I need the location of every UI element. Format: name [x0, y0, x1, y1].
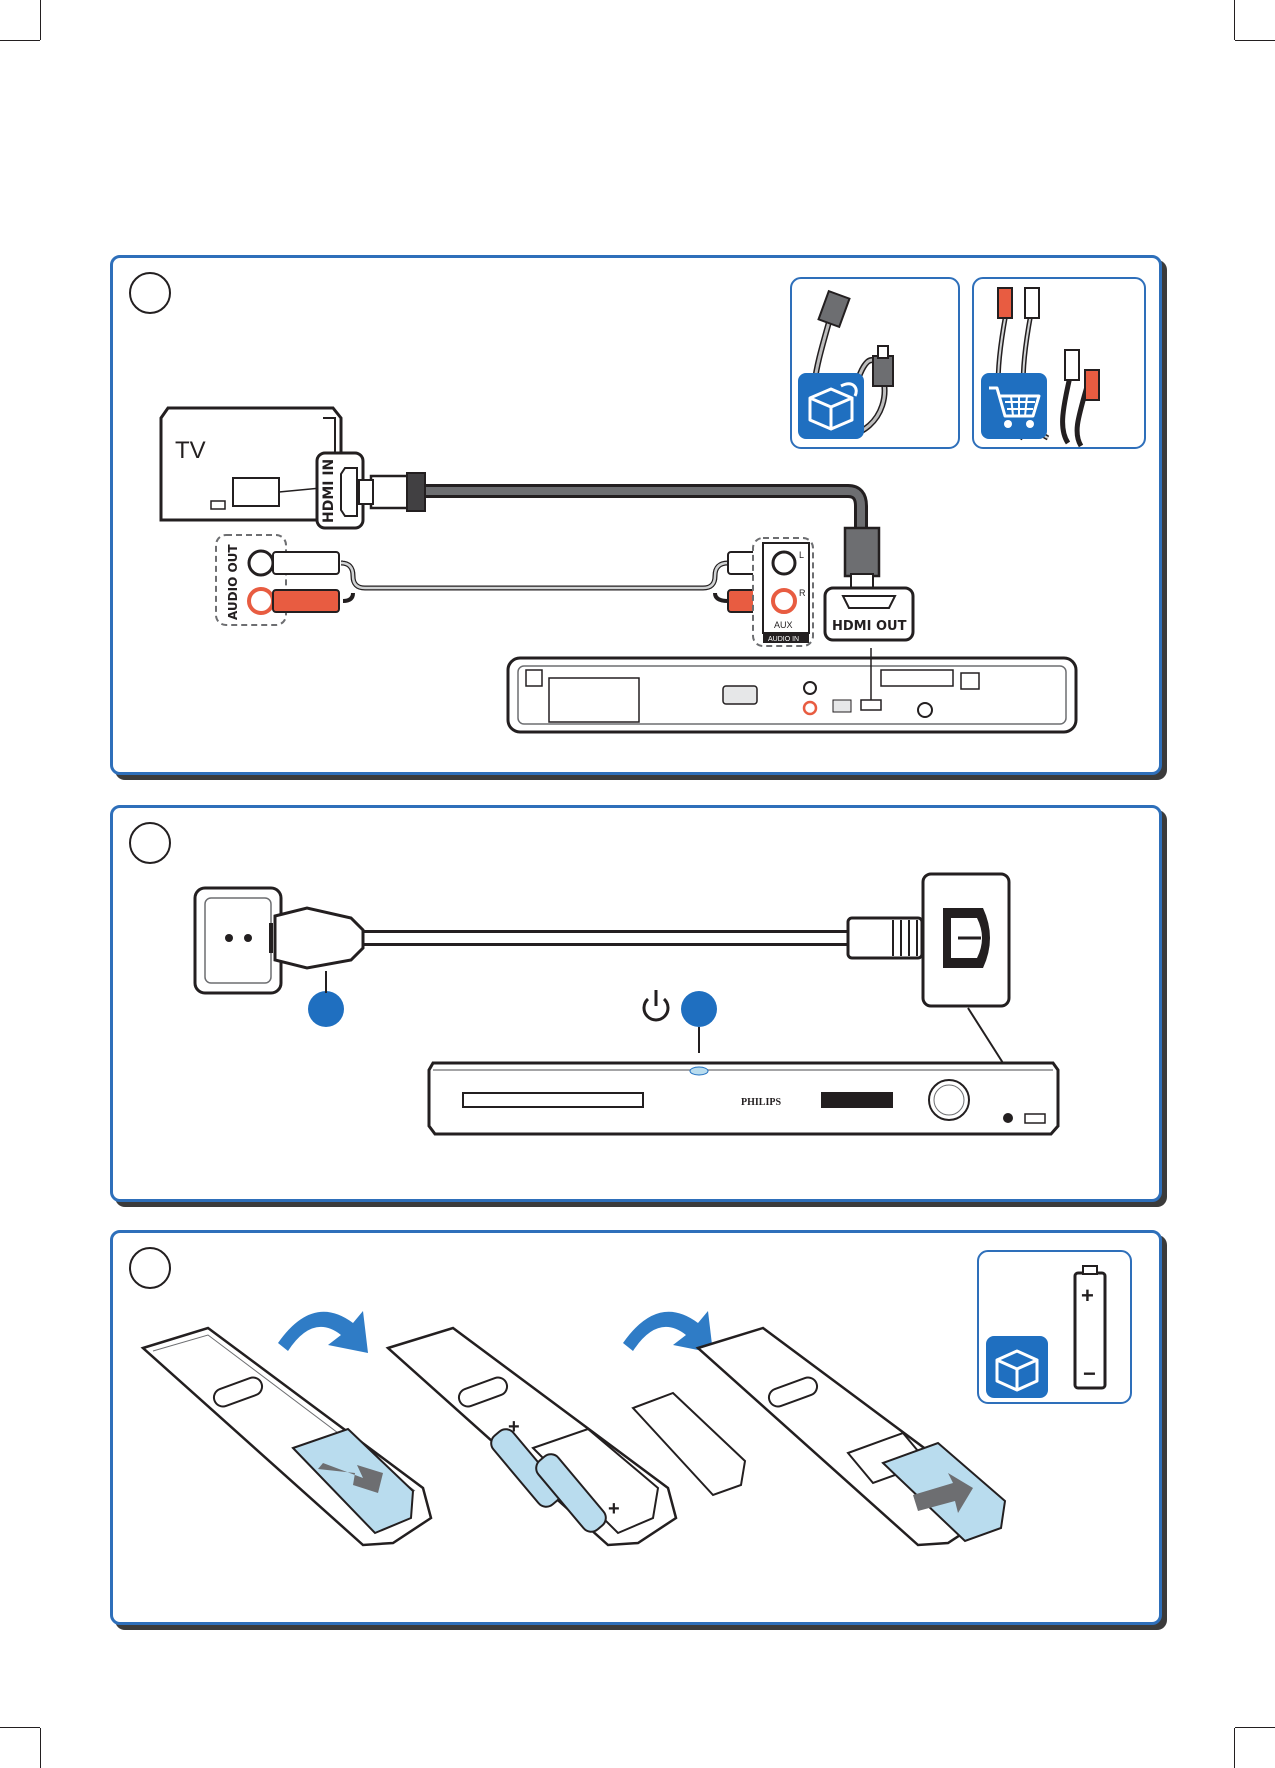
hdmi-in-port: HDMI IN: [317, 453, 363, 528]
next-arrow: [278, 1311, 368, 1353]
hdmi-in-label: HDMI IN: [321, 459, 337, 523]
inset-hdmi-cable: [791, 278, 959, 448]
crop-mark: [1234, 1728, 1235, 1768]
crop-mark: [40, 0, 41, 40]
step-3-panel: + − + +: [110, 1230, 1162, 1625]
right-channel-label: R: [799, 588, 806, 598]
brand-logo: PHILIPS: [741, 1097, 781, 1108]
player-front-panel: PHILIPS: [429, 1063, 1058, 1134]
audio-in-label: AUDIO IN: [768, 636, 799, 643]
crop-mark: [1234, 0, 1235, 40]
crop-mark: [1235, 1727, 1275, 1728]
audio-out-label: AUDIO OUT: [226, 544, 240, 620]
box-included-icon: [986, 1336, 1048, 1398]
box-included-icon: [798, 373, 864, 439]
tv-illustration: TV: [161, 408, 341, 520]
crop-mark: [0, 1727, 40, 1728]
hdmi-out-label: HDMI OUT: [832, 619, 907, 634]
shopping-cart-icon: [981, 373, 1047, 439]
wall-socket: [195, 888, 281, 993]
crop-mark: [0, 40, 40, 41]
player-rear-panel: [508, 648, 1076, 732]
ac-inlet: [923, 874, 1009, 1063]
battery-minus: −: [1083, 1361, 1096, 1386]
connection-diagram: TV HDMI IN HDMI OUT AUDIO OUT: [113, 258, 1165, 778]
step-2-panel: PHILIPS: [110, 805, 1162, 1202]
crop-mark: [1235, 40, 1275, 41]
svg-text:+: +: [608, 1498, 620, 1520]
remote-step-a: [143, 1328, 431, 1545]
rca-cable: [273, 552, 794, 612]
left-channel-label: L: [799, 550, 804, 560]
tv-label: TV: [175, 437, 206, 464]
aux-label: AUX: [774, 620, 793, 630]
power-cord: [271, 908, 922, 968]
step-1-panel: TV HDMI IN HDMI OUT AUDIO OUT: [110, 255, 1162, 775]
battery-plus: +: [1081, 1283, 1094, 1308]
battery-install-diagram: + − + +: [113, 1233, 1165, 1628]
step-badge: [681, 991, 717, 1027]
inset-battery: + −: [978, 1251, 1131, 1403]
svg-text:+: +: [508, 1416, 520, 1438]
aux-audio-in-port: L R AUX AUDIO IN: [753, 538, 813, 646]
power-connection-diagram: PHILIPS: [113, 808, 1165, 1205]
remote-step-c: [698, 1328, 1005, 1545]
inset-rca-cable: [973, 278, 1145, 448]
hdmi-out-port: HDMI OUT: [825, 588, 913, 640]
step-badge: [308, 991, 344, 1027]
remote-step-b: + +: [388, 1328, 745, 1545]
power-icon: [644, 990, 668, 1020]
crop-mark: [40, 1728, 41, 1768]
